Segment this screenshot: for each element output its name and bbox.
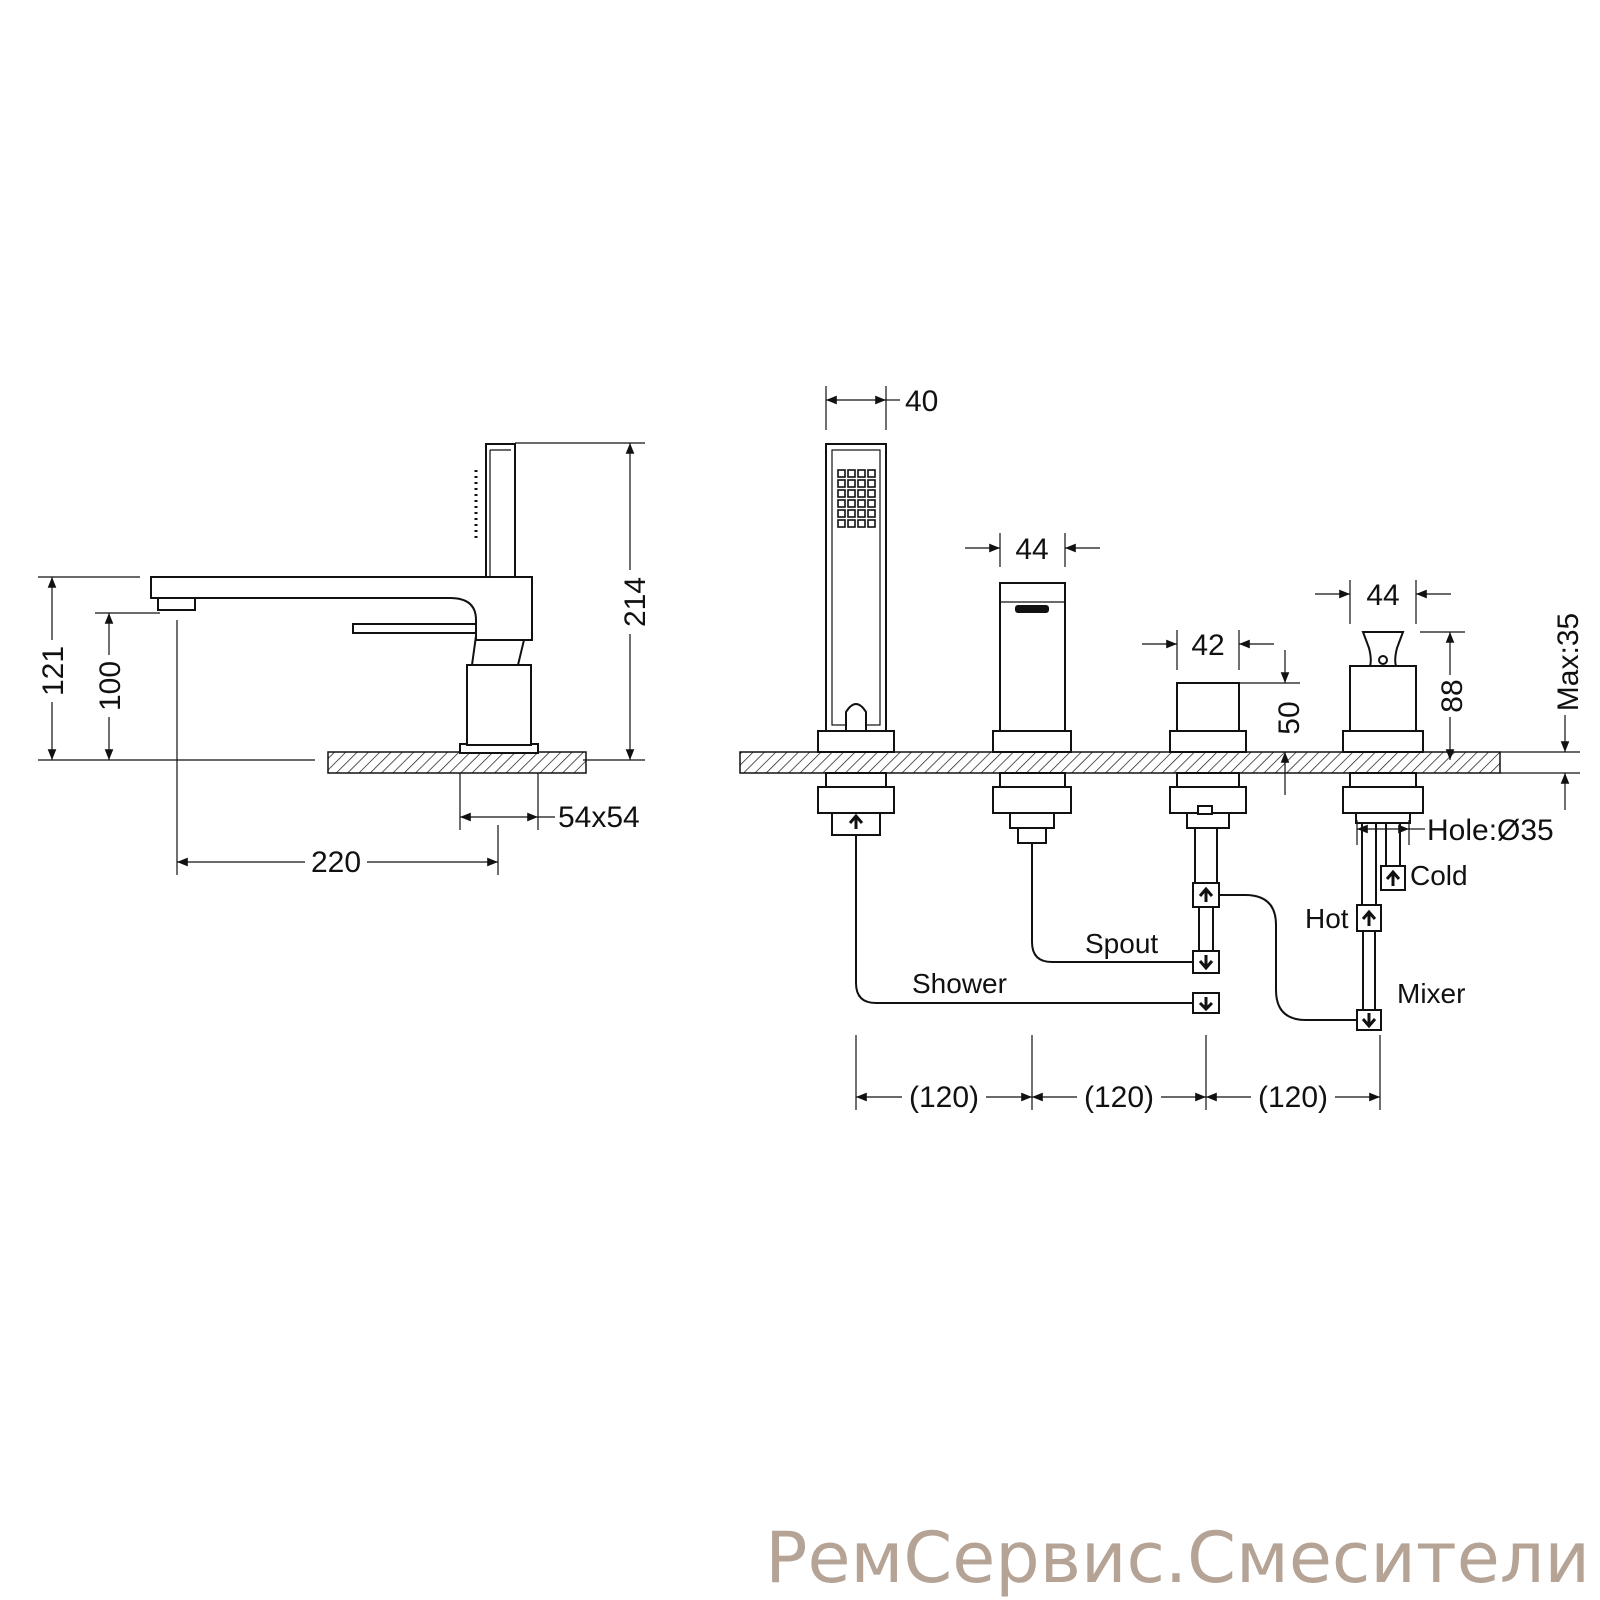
dim-spout-reach: 220 — [311, 846, 361, 879]
side-aerator — [157, 597, 196, 611]
dim-height-total: 214 — [619, 577, 652, 627]
diverter-knob — [1176, 682, 1240, 732]
mixer-unit — [1342, 631, 1424, 1031]
side-spout — [150, 576, 533, 641]
diverter-unit — [1169, 682, 1247, 1014]
hoses — [855, 835, 1357, 1021]
dim-hole: Hole:Ø35 — [1427, 814, 1554, 847]
front-view: Shower Spout Hot Cold Mixer 40 44 42 50 — [739, 385, 1585, 1114]
side-view: 214 121 100 220 54x54 — [37, 442, 652, 879]
dim-diverter-height: 50 — [1273, 701, 1306, 734]
dim-spacing-3: (120) — [1258, 1081, 1328, 1114]
handshower-body — [825, 443, 887, 732]
mixer-body — [1349, 665, 1417, 732]
dim-diverter-width: 42 — [1191, 629, 1224, 662]
front-deck — [739, 751, 1501, 774]
dim-spout-height: 121 — [37, 646, 70, 696]
dim-outlet-height: 100 — [94, 661, 127, 711]
dim-mixer-height: 88 — [1436, 679, 1469, 712]
side-body — [466, 664, 532, 746]
dim-spacing-2: (120) — [1084, 1081, 1154, 1114]
dim-base-size: 54x54 — [558, 801, 640, 834]
dim-mixer-width: 44 — [1366, 579, 1399, 612]
label-shower: Shower — [912, 968, 1007, 999]
label-mixer: Mixer — [1397, 978, 1465, 1009]
spout-unit — [992, 582, 1072, 844]
dim-max-deck: Max:35 — [1552, 613, 1585, 711]
label-spout: Spout — [1085, 928, 1158, 959]
dim-spacing-1: (120) — [909, 1081, 979, 1114]
dim-shower-width: 40 — [905, 385, 938, 418]
side-deck — [327, 751, 587, 774]
dim-spout-width: 44 — [1015, 533, 1048, 566]
handshower-nozzle-grid — [837, 469, 876, 528]
handshower-unit — [817, 443, 895, 836]
side-handshower — [485, 443, 516, 578]
label-cold: Cold — [1410, 860, 1468, 891]
watermark: РемСервис.Смесители — [765, 1517, 1590, 1599]
label-hot: Hot — [1305, 903, 1349, 934]
